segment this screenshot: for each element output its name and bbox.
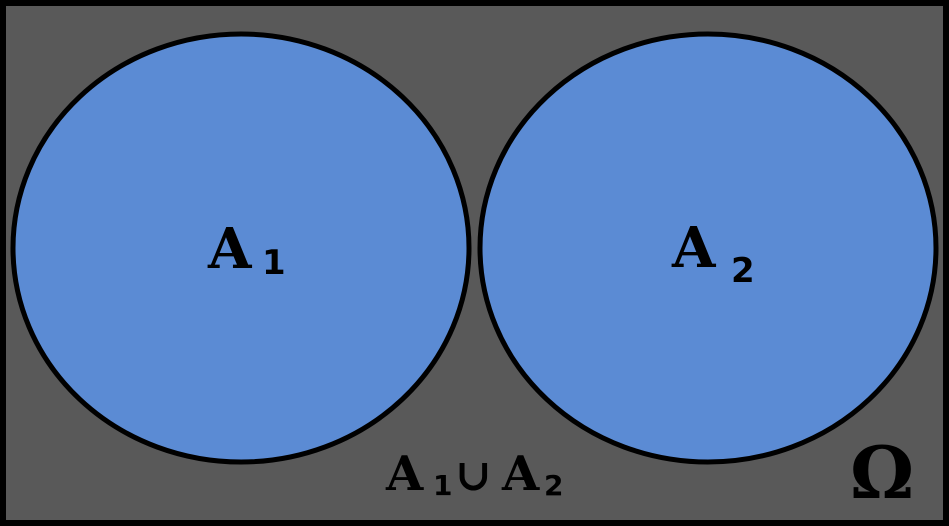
union-left-index: 1: [433, 469, 452, 502]
set-a1-letter: A: [207, 216, 253, 282]
universe-omega-label: Ω: [850, 430, 914, 515]
union-left-letter: A: [385, 446, 424, 502]
set-a2-circle: [477, 31, 939, 465]
set-a2-letter: A: [671, 215, 717, 281]
set-a1-circle: [10, 31, 472, 465]
union-label: A 1 ∪ A 2: [385, 446, 563, 502]
set-a2-index: 2: [731, 251, 755, 291]
set-a1-label: A 1: [207, 216, 286, 283]
set-a1-index: 1: [262, 243, 286, 283]
union-operator: ∪: [455, 450, 492, 501]
union-right-letter: A: [501, 446, 540, 502]
union-right-index: 2: [544, 469, 563, 502]
set-a2-label: A 2: [671, 215, 755, 291]
